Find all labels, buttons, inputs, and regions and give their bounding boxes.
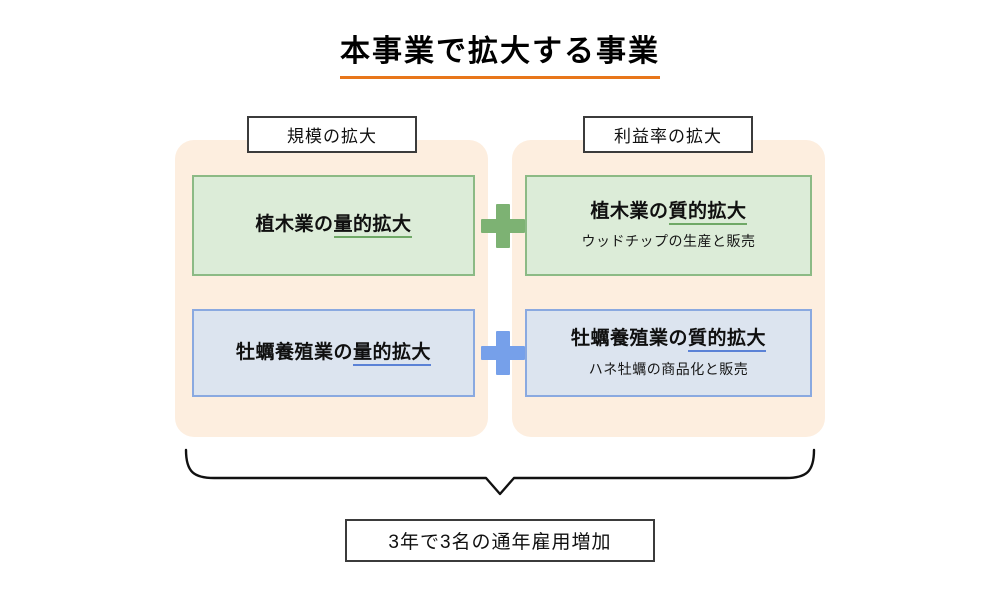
card-landscaping-qualitative: 植木業の質的拡大 ウッドチップの生産と販売 (525, 175, 812, 276)
card-landscaping-qualitative-subtitle: ウッドチップの生産と販売 (581, 233, 756, 250)
card-prefix: 植木業の (255, 214, 334, 236)
page-title-text: 本事業で拡大する事業 (340, 34, 660, 79)
column-header-profit: 利益率の拡大 (583, 116, 753, 153)
card-oyster-qualitative-title: 牡蠣養殖業の質的拡大 (570, 327, 767, 353)
card-landscaping-qualitative-title: 植木業の質的拡大 (590, 200, 747, 225)
card-prefix: 植木業の (590, 200, 669, 222)
outcome-box: 3年で3名の通年雇用増加 (345, 519, 655, 562)
plus-sign-green-icon (481, 204, 525, 248)
card-landscaping-quantitative-title: 植木業の量的拡大 (255, 213, 412, 239)
plus-sign-blue-icon (481, 331, 525, 375)
column-header-scale-label: 規模の拡大 (287, 127, 377, 146)
card-oyster-quantitative: 牡蠣養殖業の量的拡大 (192, 309, 475, 397)
card-oyster-quantitative-title: 牡蠣養殖業の量的拡大 (235, 341, 432, 366)
card-emphasis: 量的拡大 (333, 214, 412, 239)
column-header-profit-label: 利益率の拡大 (614, 127, 722, 146)
card-emphasis: 質的拡大 (668, 200, 747, 225)
card-oyster-qualitative: 牡蠣養殖業の質的拡大 ハネ牡蠣の商品化と販売 (525, 309, 812, 397)
card-oyster-qualitative-subtitle: ハネ牡蠣の商品化と販売 (588, 360, 749, 377)
column-header-scale: 規模の拡大 (247, 116, 417, 153)
page-title: 本事業で拡大する事業 (0, 34, 1000, 79)
card-emphasis: 質的拡大 (688, 328, 767, 353)
outcome-label: 3年で3名の通年雇用増加 (388, 532, 612, 553)
card-prefix: 牡蠣養殖業の (570, 328, 688, 350)
card-landscaping-quantitative: 植木業の量的拡大 (192, 175, 475, 276)
card-emphasis: 量的拡大 (353, 341, 432, 366)
curly-brace-icon (184, 448, 816, 496)
card-prefix: 牡蠣養殖業の (235, 341, 353, 363)
